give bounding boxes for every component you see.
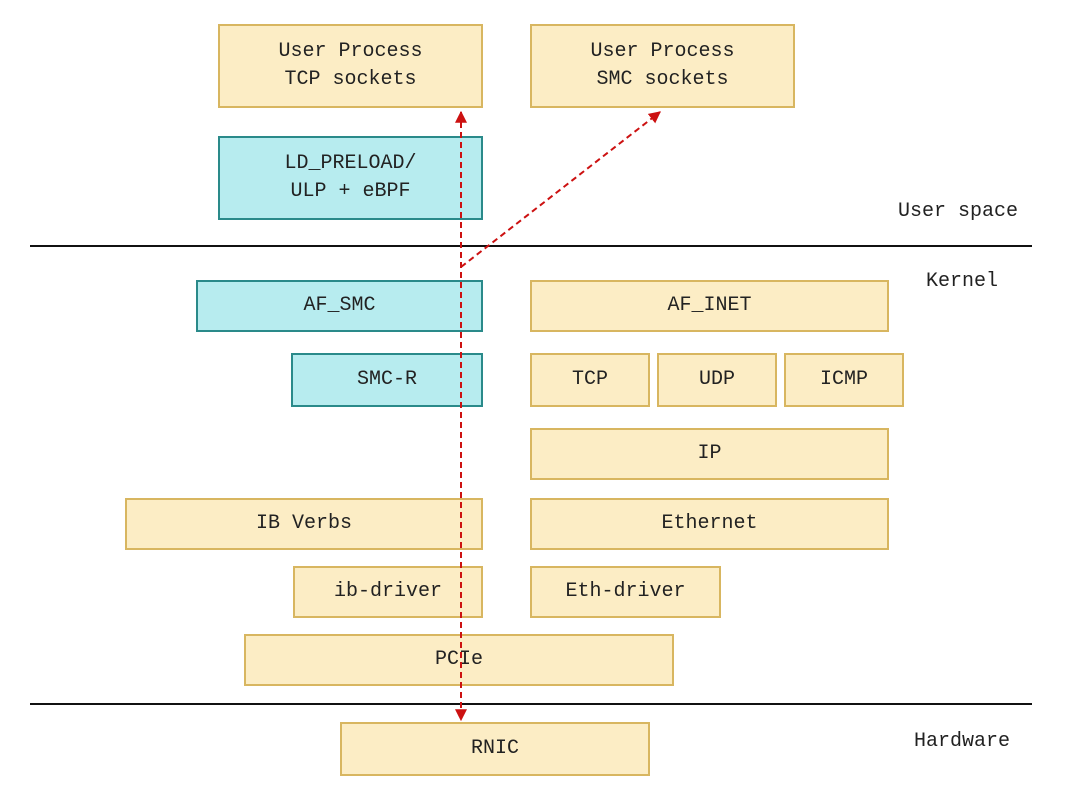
ld-preload-box: LD_PRELOAD/ ULP + eBPF bbox=[218, 136, 483, 220]
kernel-hardware-divider bbox=[30, 703, 1032, 705]
af-smc-box: AF_SMC bbox=[196, 280, 483, 332]
hardware-label: Hardware bbox=[914, 730, 1011, 753]
ip-box: IP bbox=[530, 428, 889, 480]
smc-r-box: SMC-R bbox=[291, 353, 483, 407]
redirect-to-smc-arrow bbox=[460, 111, 661, 268]
user-kernel-divider bbox=[30, 245, 1032, 247]
ethernet-box: Ethernet bbox=[530, 498, 889, 550]
af-inet-box: AF_INET bbox=[530, 280, 889, 332]
eth-driver-box: Eth-driver bbox=[530, 566, 721, 618]
ib-verbs-box: IB Verbs bbox=[125, 498, 483, 550]
user-space-label: User space bbox=[898, 200, 1019, 223]
kernel-label: Kernel bbox=[926, 270, 999, 293]
user-process-smc-box: User Process SMC sockets bbox=[530, 24, 795, 108]
ib-driver-box: ib-driver bbox=[293, 566, 483, 618]
tcp-box: TCP bbox=[530, 353, 650, 407]
rnic-box: RNIC bbox=[340, 722, 650, 776]
icmp-box: ICMP bbox=[784, 353, 904, 407]
udp-box: UDP bbox=[657, 353, 777, 407]
user-process-tcp-box: User Process TCP sockets bbox=[218, 24, 483, 108]
